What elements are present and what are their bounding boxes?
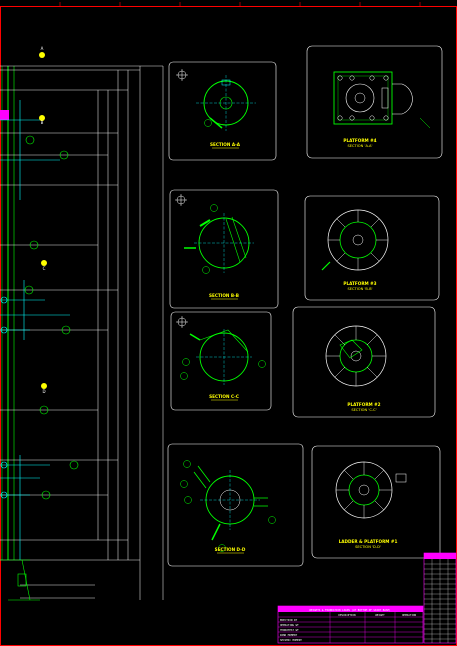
platform-3-panel: PLATFORM #3 SECTION 'B-B' — [304, 195, 440, 301]
platform-4-subtitle: SECTION 'A-A' — [347, 144, 372, 148]
svg-text:C: C — [43, 266, 46, 271]
section-c-c-title: SECTION C-C — [209, 394, 239, 399]
section-marker-b: B — [39, 115, 45, 125]
col-header-description: DESCRIPTION — [338, 613, 356, 617]
platform-2-subtitle: SECTION 'C-C' — [351, 408, 376, 412]
platform-1-panel: LADDER & PLATFORM #1 SECTION 'D-D' — [311, 445, 441, 559]
svg-text:B: B — [41, 120, 44, 125]
platform-3-title: PLATFORM #3 — [343, 281, 376, 286]
section-marker-d: D — [41, 383, 47, 394]
platform-1-subtitle: SECTION 'D-D' — [355, 545, 381, 549]
title-row-5: SEISMIC MOMENT — [280, 638, 302, 642]
nozzle-schedule-table — [423, 552, 457, 644]
platform-3-subtitle: SECTION 'B-B' — [347, 287, 372, 291]
svg-text:D: D — [42, 389, 45, 394]
section-d-d-title: SECTION D-D — [215, 547, 246, 552]
col-header-operation: OPERATION — [402, 613, 416, 617]
section-b-b-panel: SECTION B-B — [169, 189, 279, 309]
section-a-a-panel: SECTION A-A — [168, 61, 277, 161]
section-b-b-title: SECTION B-B — [209, 293, 239, 298]
title-row-3: HYDROTEST WT — [280, 628, 299, 632]
elevation-view — [0, 65, 164, 601]
title-block-header: WEIGHTS & FOUNDATION LOADS (AT BOTTOM OF… — [309, 608, 391, 612]
weights-title-block: WEIGHTS & FOUNDATION LOADS (AT BOTTOM OF… — [277, 605, 424, 644]
sheet-border-ticks — [59, 2, 421, 6]
platform-2-title: PLATFORM #2 — [347, 402, 380, 407]
section-a-a-title: SECTION A-A — [210, 142, 241, 147]
platform-1-title: LADDER & PLATFORM #1 — [339, 539, 398, 544]
section-marker-a: A — [39, 46, 45, 58]
title-row-4: WIND MOMENT — [280, 633, 298, 637]
platform-4-panel: PLATFORM #4 SECTION 'A-A' — [306, 45, 443, 159]
platform-2-panel: PLATFORM #2 SECTION 'C-C' — [292, 306, 436, 418]
section-d-d-panel: SECTION D-D — [167, 443, 304, 567]
platform-4-title: PLATFORM #4 — [343, 138, 376, 143]
section-c-c-panel: SECTION C-C — [170, 311, 272, 411]
col-header-weight: WEIGHT — [375, 613, 385, 617]
title-row-2: OPERATING WT — [280, 623, 299, 627]
svg-text:A: A — [41, 46, 44, 51]
title-row-1: ERECTION WT — [280, 618, 298, 622]
section-marker-c: C — [41, 260, 47, 271]
